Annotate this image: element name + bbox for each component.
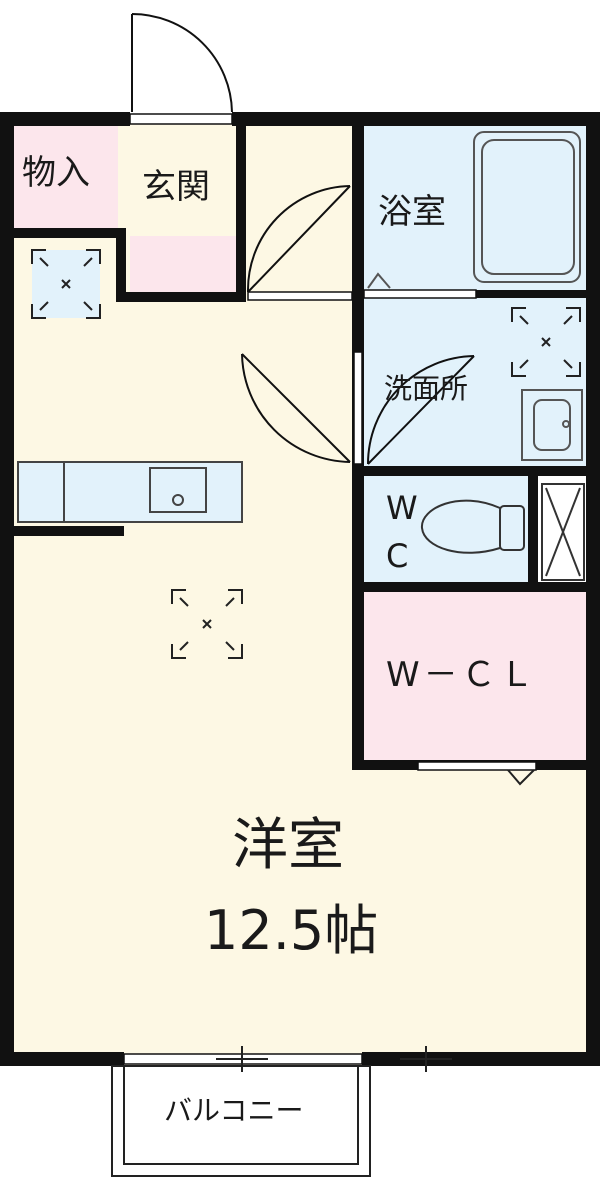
washroom-floor xyxy=(360,298,586,468)
bath-door-swing-icon xyxy=(367,355,475,465)
entrance-mat xyxy=(130,236,238,294)
storage-floor xyxy=(14,120,118,232)
wc-label-c: C xyxy=(386,537,409,575)
western-room-size: 12.5帖 xyxy=(204,899,379,962)
toilet-icon xyxy=(420,499,525,554)
balcony-label: バルコニー xyxy=(164,1094,304,1127)
hall-door-swing-icon xyxy=(246,185,351,293)
western-room-label: 洋室 xyxy=(232,813,344,878)
entrance-label: 玄関 xyxy=(142,167,210,207)
ceiling-light-icon xyxy=(171,589,243,659)
washroom-door-swing-icon xyxy=(241,353,351,463)
sash-marks xyxy=(216,1046,452,1072)
wc-floor xyxy=(360,476,532,584)
storage-label: 物入 xyxy=(22,153,90,193)
walls xyxy=(0,112,600,1066)
washroom-label: 洗面所 xyxy=(384,372,469,405)
wc-label-w: W xyxy=(386,489,418,527)
walk-in-closet-label: W－ＣＬ xyxy=(386,655,538,695)
ceiling-light-icon xyxy=(31,249,101,319)
closet-door-notch xyxy=(507,769,535,786)
entrance-floor xyxy=(130,120,238,236)
front-door-swing-icon xyxy=(131,13,233,113)
kitchen-counter-icon xyxy=(17,461,243,523)
sink-icon xyxy=(521,389,583,461)
bathroom-label: 浴室 xyxy=(378,192,446,232)
ceiling-light-icon xyxy=(511,307,581,377)
walk-in-closet-floor xyxy=(360,592,586,762)
bathtub-icon xyxy=(367,131,581,289)
side-closet-icon xyxy=(541,483,585,581)
